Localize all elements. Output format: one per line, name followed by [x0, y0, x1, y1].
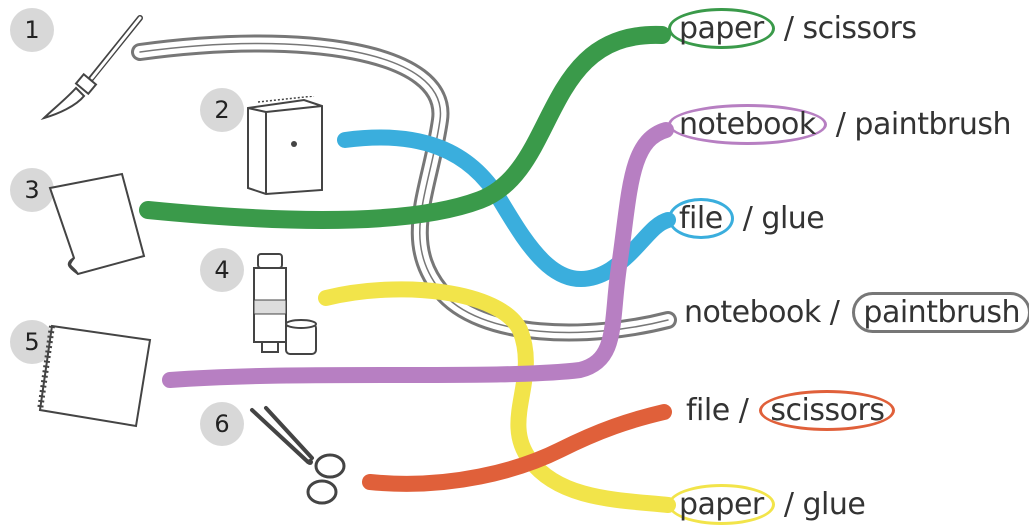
answer-choice-left[interactable]: notebook	[684, 295, 821, 330]
connector-line-paper	[139, 25, 671, 229]
paper-icon	[48, 172, 146, 276]
answer-separator: /	[829, 295, 840, 330]
connector-line-file	[337, 129, 676, 288]
answer-separator: /	[738, 393, 749, 428]
number-badge-3: 3	[10, 168, 54, 212]
scissors-icon	[250, 406, 346, 505]
number-badge-1: 1	[10, 8, 54, 52]
glue-icon	[253, 253, 317, 355]
file-icon	[247, 96, 323, 196]
number-badge-2: 2	[200, 88, 244, 132]
number-badge-6: 6	[200, 402, 244, 446]
answer-separator: /	[783, 11, 794, 46]
answer-choice-left[interactable]: notebook	[668, 104, 827, 145]
answer-row-5: file / scissors	[686, 390, 896, 431]
answer-row-2: notebook / paintbrush	[668, 104, 1011, 145]
connector-line-scissors	[362, 404, 672, 492]
answer-choice-left[interactable]: file	[668, 198, 734, 239]
answer-choice-left[interactable]: file	[686, 393, 730, 428]
answer-separator: /	[742, 201, 753, 236]
paintbrush-icon	[40, 15, 143, 120]
answer-choice-right[interactable]: scissors	[759, 390, 896, 431]
connector-line-glue	[318, 281, 676, 513]
answer-row-3: file / glue	[668, 198, 825, 239]
answer-row-6: paper / glue	[668, 484, 866, 525]
answer-row-1: paper / scissors	[668, 8, 917, 49]
answer-separator: /	[835, 107, 846, 142]
number-badge-4: 4	[200, 248, 244, 292]
answer-choice-right[interactable]: paintbrush	[854, 107, 1011, 142]
answer-choice-right[interactable]: scissors	[802, 11, 917, 46]
notebook-icon	[37, 324, 152, 428]
answer-choice-right[interactable]: glue	[802, 487, 866, 522]
answer-choice-right[interactable]: glue	[761, 201, 825, 236]
connector-line-notebook	[162, 122, 674, 388]
answer-choice-left[interactable]: paper	[668, 484, 775, 525]
answer-separator: /	[783, 487, 794, 522]
answer-row-4: notebook / paintbrush	[684, 292, 1029, 333]
answer-choice-left[interactable]: paper	[668, 8, 775, 49]
connector-line-paintbrush-mid	[139, 42, 669, 334]
answer-choice-right[interactable]: paintbrush	[852, 292, 1029, 333]
